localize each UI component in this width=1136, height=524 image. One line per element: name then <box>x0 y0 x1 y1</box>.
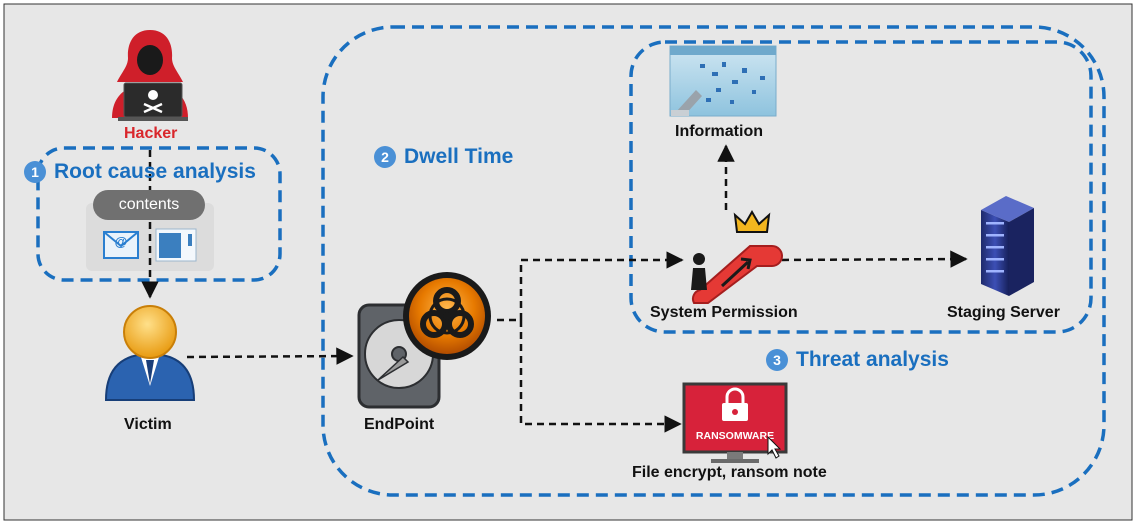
dwell-time-text: Dwell Time <box>404 145 514 168</box>
system-permission-label: System Permission <box>650 304 798 321</box>
threat-region <box>629 40 1093 334</box>
step-badge-3: 3 <box>766 349 788 371</box>
step-badge-2: 2 <box>374 146 396 168</box>
server-icon <box>981 196 1034 296</box>
hacker-label: Hacker <box>124 125 178 142</box>
ransomware-screen-text: RANSOMWARE <box>696 430 774 442</box>
dwell-time-region <box>321 25 1106 497</box>
victim-label: Victim <box>124 416 172 433</box>
email-icon: @ <box>103 231 139 259</box>
escalator-icon <box>691 245 783 304</box>
arrow-victim-to-endpoint <box>186 347 354 365</box>
threat-analysis-text: Threat analysis <box>796 348 949 371</box>
step-badge-1: 1 <box>24 161 46 183</box>
staging-server-label: Staging Server <box>947 304 1060 321</box>
biohazard-icon <box>403 272 491 360</box>
arrow-endpoint-to-permission <box>497 251 684 322</box>
root-cause-title: 1 Root cause analysis <box>24 160 256 184</box>
file-encrypt-label: File encrypt, ransom note <box>632 464 827 481</box>
contents-pill: contents <box>93 190 205 220</box>
arrow-permission-to-staging <box>769 250 968 268</box>
svg-text:@: @ <box>115 234 128 249</box>
crown-icon <box>733 210 771 233</box>
information-icon <box>669 45 777 117</box>
information-label: Information <box>675 123 763 140</box>
root-cause-text: Root cause analysis <box>54 160 256 183</box>
threat-analysis-title: 3 Threat analysis <box>766 348 949 372</box>
dwell-time-title: 2 Dwell Time <box>374 145 513 169</box>
hacker-icon <box>112 30 188 121</box>
ransomware-monitor-icon: RANSOMWARE <box>682 382 788 463</box>
flow-arrows <box>141 144 968 433</box>
root-cause-region <box>36 146 282 282</box>
victim-icon <box>104 305 196 401</box>
arrow-endpoint-to-ransomware <box>519 320 682 433</box>
document-icon <box>155 228 197 262</box>
endpoint-label: EndPoint <box>364 416 435 433</box>
